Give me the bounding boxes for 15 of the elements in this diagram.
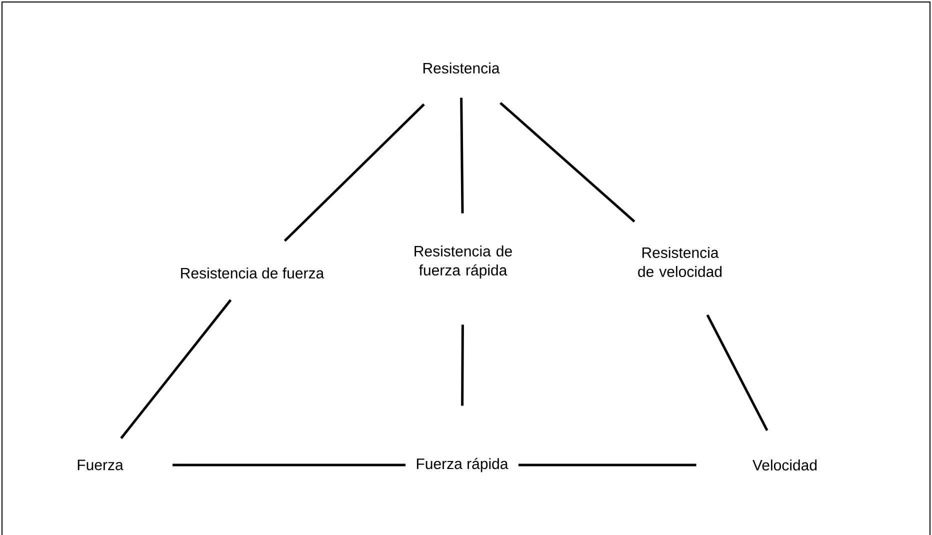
connector-line — [500, 102, 636, 223]
node-label: Fuerza — [78, 460, 124, 470]
connector-line — [706, 314, 768, 431]
connector-line — [461, 324, 464, 406]
connector-line — [284, 103, 425, 242]
node-label: Resistencia de fuerza rápida — [414, 246, 512, 278]
connector-line — [518, 464, 696, 466]
node-label: Resistencia — [423, 62, 500, 74]
node-label: Fuerza rápida — [416, 458, 508, 472]
connector-line — [460, 98, 464, 214]
connector-line — [172, 464, 406, 466]
node-label: Resistencia de fuerza — [181, 268, 324, 278]
node-label: Velocidad — [752, 459, 817, 470]
connector-line — [120, 299, 232, 440]
node-label: Resistencia de velocidad — [638, 247, 722, 277]
